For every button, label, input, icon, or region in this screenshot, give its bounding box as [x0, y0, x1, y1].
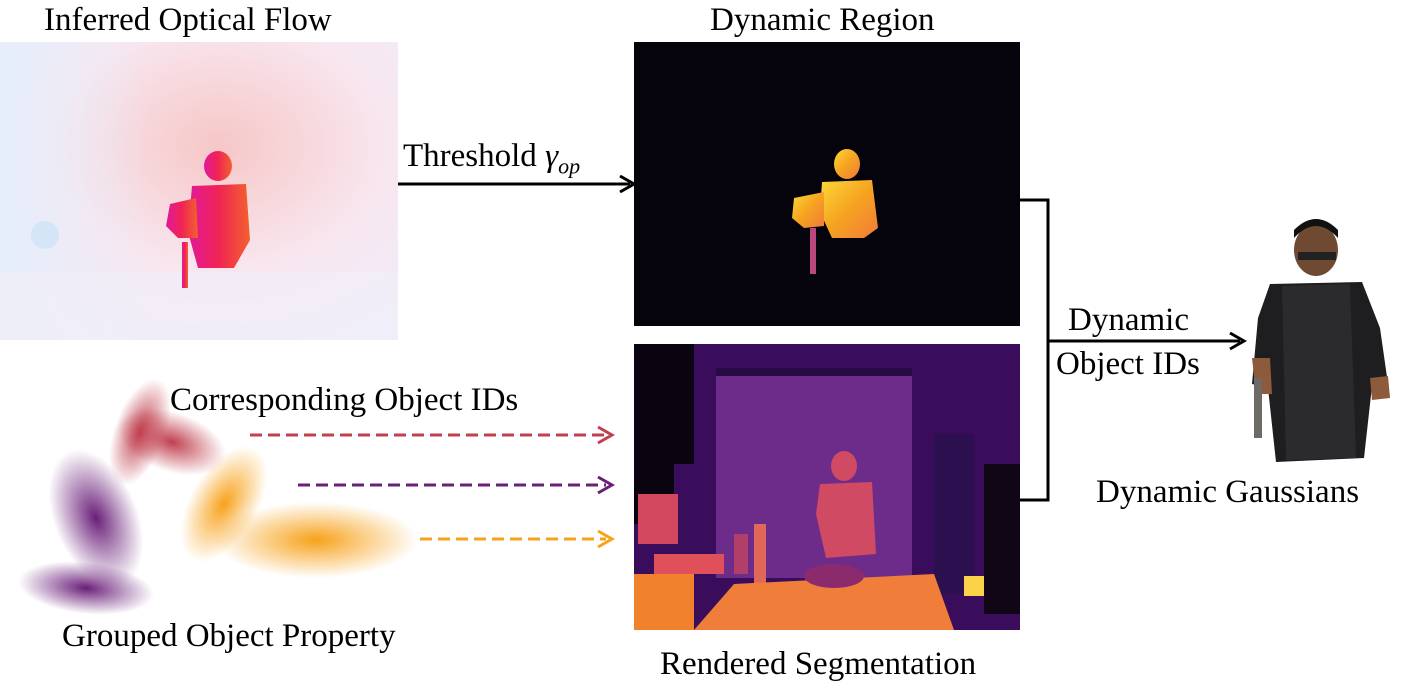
- threshold-arrow: [398, 174, 638, 194]
- orange-gaussian-2: [214, 502, 418, 578]
- purple-gaussian-2: [18, 561, 154, 615]
- red-gaussian-2: [117, 408, 227, 476]
- optical-flow-title: Inferred Optical Flow: [44, 2, 332, 38]
- dynamic-ids-label-line2: Object IDs: [1056, 346, 1200, 382]
- dynamic-region-image: [634, 42, 1020, 326]
- gamma-symbol: γ: [545, 138, 559, 174]
- rendered-segmentation-title: Rendered Segmentation: [660, 646, 977, 682]
- segmentation-person-shape: [816, 451, 876, 558]
- red-dashed-arrow: [250, 425, 616, 445]
- corresponding-object-ids-label: Corresponding Object IDs: [170, 382, 519, 418]
- purple-dashed-arrow: [298, 475, 616, 495]
- grouped-object-property-ellipses: [18, 378, 418, 615]
- dynamic-person-shape: [792, 149, 878, 274]
- optical-flow-image: [0, 42, 398, 340]
- orange-gaussian-1: [180, 446, 268, 562]
- threshold-label: Threshold γop: [403, 138, 581, 179]
- dynamic-object-ids-connector: [1020, 198, 1248, 502]
- purple-gaussian-1: [48, 449, 144, 587]
- dynamic-ids-label-line1: Dynamic: [1068, 302, 1189, 338]
- dynamic-region-title: Dynamic Region: [710, 2, 935, 38]
- rendered-segmentation-image: [634, 344, 1020, 630]
- dynamic-gaussians-title: Dynamic Gaussians: [1096, 474, 1360, 510]
- orange-dashed-arrow: [420, 529, 616, 549]
- flow-person-shape: [166, 151, 250, 288]
- object-id-arrows: [250, 425, 616, 549]
- dynamic-gaussians-image: [1230, 208, 1410, 470]
- op-subscript: op: [558, 153, 581, 179]
- grouped-object-property-title: Grouped Object Property: [62, 618, 396, 654]
